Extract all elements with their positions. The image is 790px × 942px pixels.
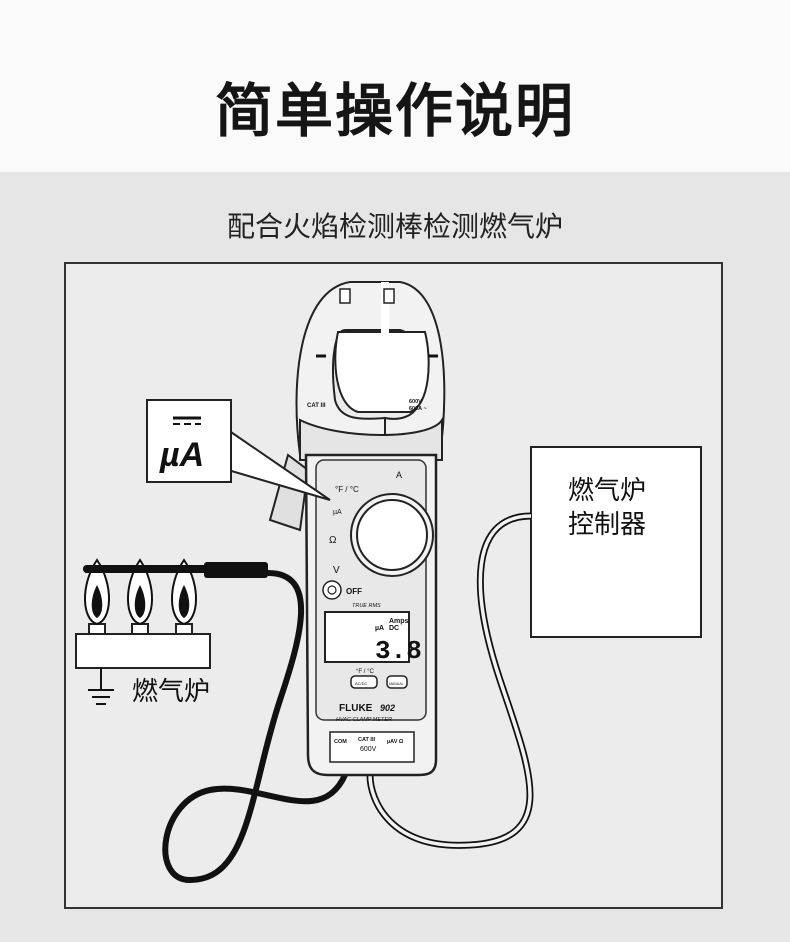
callout-unit-label: µA: [159, 436, 204, 474]
clamp-meter: [268, 281, 446, 777]
burner-block: [75, 633, 211, 669]
lcd-reading: 3.8: [375, 636, 422, 666]
lcd-mode-label: DC: [389, 625, 399, 632]
dial-ohm-label: Ω: [329, 535, 337, 546]
jaw-cat-label: CAT III: [307, 403, 326, 409]
manual-button: [386, 675, 408, 689]
page-subtitle: 配合火焰检测棒检测燃气炉: [226, 210, 563, 243]
flame-3: [171, 558, 197, 626]
furnace-label: 燃气炉: [132, 677, 211, 707]
gray-lead-inner: [368, 514, 532, 847]
controller-label: 燃气炉 控制器: [568, 474, 646, 542]
terminal-com-label: COM: [334, 739, 347, 745]
nozzle-3: [175, 623, 193, 635]
flame-rod-clip: [204, 562, 268, 578]
terminal-input-label: µAV Ω: [387, 739, 404, 745]
jaw-rating-v-label: 600V: [409, 399, 422, 405]
ground-symbol: [88, 668, 114, 705]
temp-unit-label: °F / °C: [356, 669, 374, 675]
model-label: 902: [380, 703, 395, 713]
acdc-button-label: AC/DC: [355, 681, 368, 686]
page-title: 简单操作说明: [214, 77, 575, 145]
dial-micro-label: µA: [333, 509, 342, 516]
controller-label-line1: 燃气炉: [568, 476, 647, 506]
true-rms-label: TRUE RMS: [352, 603, 381, 609]
controller-box: [530, 446, 702, 638]
terminal-strip: [329, 731, 415, 763]
dial-amps-label: A: [396, 470, 402, 480]
nozzle-1: [88, 623, 106, 635]
brand-label: FLUKE: [339, 703, 373, 714]
callout-box: [146, 399, 232, 483]
black-lead: [162, 570, 348, 884]
nozzle-2: [131, 623, 149, 635]
acdc-button: [350, 675, 378, 689]
flame-2: [127, 558, 153, 626]
lcd-unit-label: µA: [375, 625, 384, 632]
dial-temp-label: °F / °C: [335, 485, 359, 494]
controller-label-line2: 控制器: [568, 510, 647, 540]
lcd-display: [324, 611, 410, 663]
dial-volt-label: V: [333, 565, 340, 576]
terminal-rating-label: 600V: [360, 746, 377, 753]
terminal-cat-label: CAT III: [358, 737, 375, 743]
lcd-amps-label: Amps: [389, 618, 409, 625]
manual-button-label: MANUAL: [389, 682, 404, 686]
product-line-label: HVAC CLAMP METER: [336, 717, 392, 723]
jaw-rating-a-label: 600A ~: [409, 406, 427, 412]
flame-1: [84, 558, 110, 626]
dial-off-label: OFF: [346, 587, 362, 596]
header-band: [0, 0, 790, 172]
